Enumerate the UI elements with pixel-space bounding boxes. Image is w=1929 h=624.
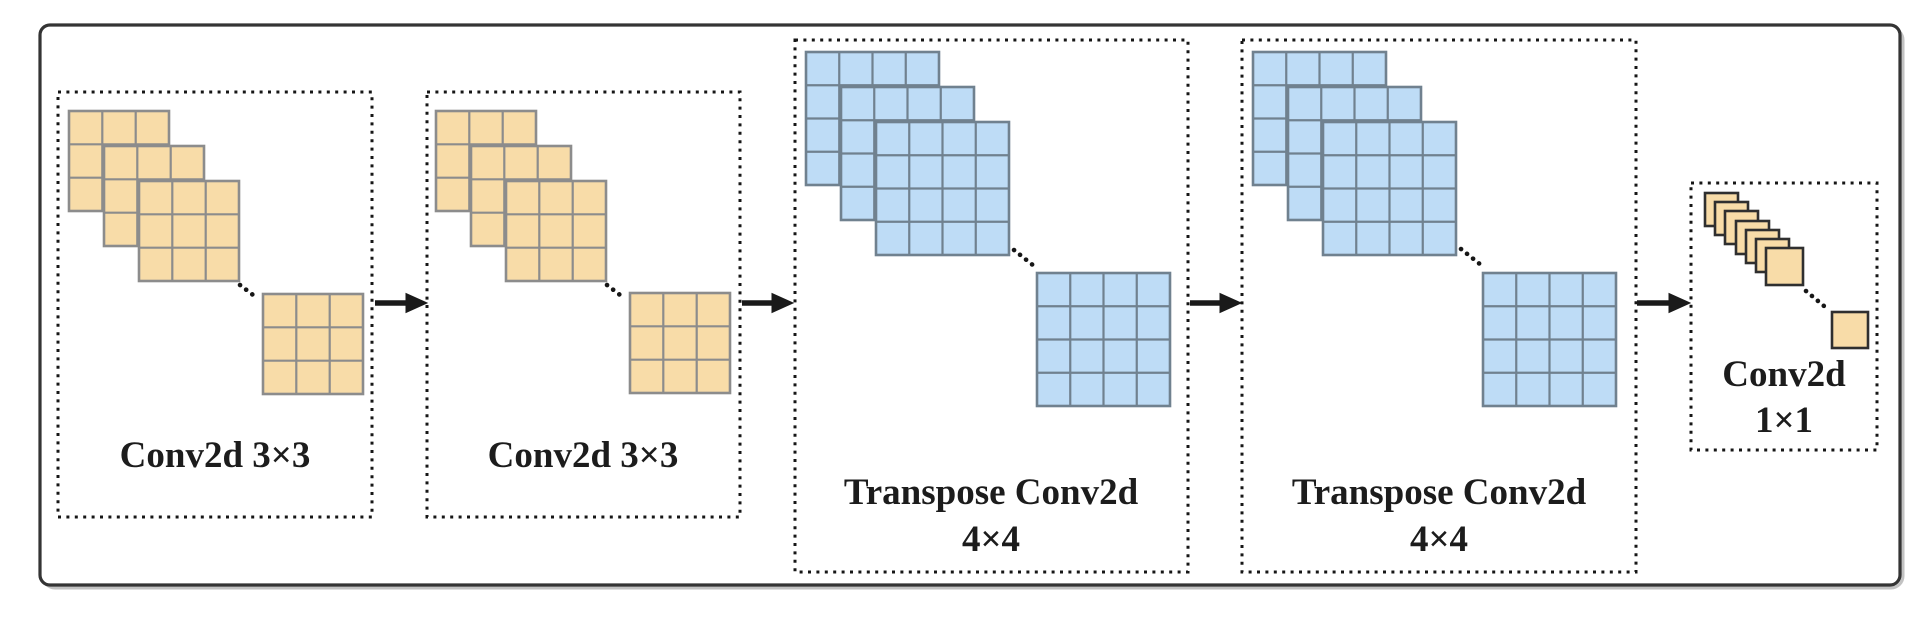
block-label: Transpose Conv2d — [1292, 472, 1587, 513]
kernel-grid — [261, 292, 365, 396]
block-label: Conv2d — [1722, 354, 1846, 395]
ellipsis-connector — [1458, 246, 1484, 268]
block-sublabel: 4×4 — [962, 519, 1020, 560]
flow-arrow-1 — [375, 292, 429, 314]
block-transpose-conv2d-1: Transpose Conv2d 4×4 — [793, 38, 1190, 574]
block-sublabel: 4×4 — [1410, 519, 1468, 560]
block-label: Conv2d 3×3 — [488, 435, 679, 476]
flow-arrow-2 — [742, 292, 795, 314]
kernel-grid — [628, 291, 732, 395]
block-conv2d-3x3-2: Conv2d 3×3 — [425, 90, 742, 519]
dotted-border — [1689, 181, 1879, 452]
block-conv2d-1x1: Conv2d 1×1 — [1689, 181, 1879, 452]
block-label: Conv2d 3×3 — [120, 435, 311, 476]
block-transpose-conv2d-2: Transpose Conv2d 4×4 — [1240, 38, 1638, 574]
block-label: Transpose Conv2d — [844, 472, 1139, 513]
flow-arrow-4 — [1637, 292, 1692, 314]
block-sublabel: 1×1 — [1755, 400, 1813, 441]
kernel-grid — [1035, 271, 1172, 408]
output-square — [1830, 310, 1870, 350]
flow-arrow-3 — [1190, 292, 1243, 314]
ellipsis-connector — [1011, 247, 1037, 269]
block-conv2d-3x3-1: Conv2d 3×3 — [56, 90, 374, 519]
kernel-grid — [1481, 271, 1618, 408]
channel-stack — [1703, 191, 1805, 287]
